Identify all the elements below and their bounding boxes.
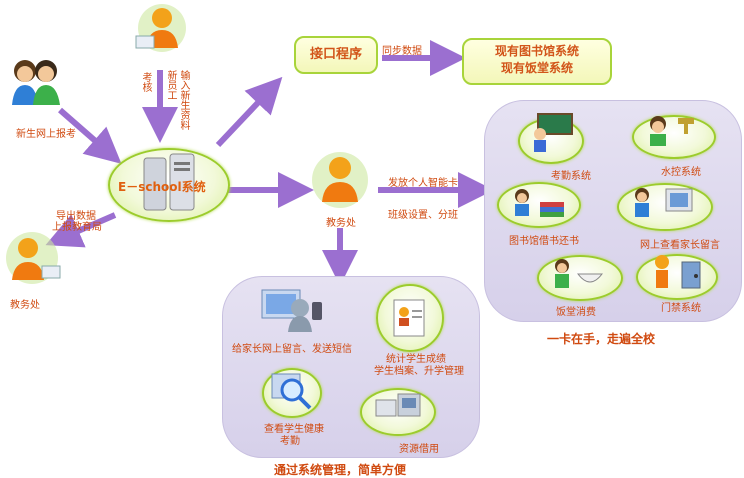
eschool-system-title: E－school系统 bbox=[118, 180, 206, 194]
access-node[interactable] bbox=[636, 254, 718, 300]
label-health-line2: 考勤 bbox=[280, 436, 300, 447]
label-attendance: 考勤系统 bbox=[551, 171, 591, 182]
label-input-staff: 输入新生资料 bbox=[178, 70, 189, 130]
parent-msg-node[interactable] bbox=[617, 183, 713, 231]
student-couple-icon bbox=[8, 55, 64, 109]
resource-devices-icon bbox=[375, 393, 421, 417]
bowl-icon bbox=[555, 259, 604, 288]
water-control-node[interactable] bbox=[632, 115, 716, 159]
academic-office-left-icon bbox=[2, 230, 64, 292]
label-parent-msg-check: 网上查看家长留言 bbox=[640, 240, 720, 251]
label-issue-card: 发放个人智能卡 bbox=[388, 178, 458, 189]
interface-program-label: 接口程序 bbox=[309, 47, 362, 62]
teacher-board-icon bbox=[534, 113, 573, 152]
server-icon bbox=[143, 153, 195, 211]
magnifier-icon bbox=[271, 373, 312, 410]
label-new-student-apply: 新生网上报考 bbox=[16, 129, 76, 140]
arrow-system-to-office-left bbox=[45, 212, 117, 248]
card-panel-caption: 一卡在手，走遍全校 bbox=[547, 332, 656, 346]
student-record-icon bbox=[393, 299, 425, 337]
label-health-line1: 查看学生健康 bbox=[264, 424, 324, 435]
label-input-new: 新员工 bbox=[165, 70, 176, 100]
label-exam: 考核 bbox=[140, 72, 151, 92]
label-academic-office-mid: 教务处 bbox=[326, 218, 356, 229]
label-access: 门禁系统 bbox=[661, 303, 701, 314]
existing-canteen-system: 现有饭堂系统 bbox=[500, 61, 573, 75]
label-report-bureau: 上报教育局 bbox=[52, 222, 102, 233]
eschool-system-node[interactable] bbox=[108, 148, 230, 222]
existing-library-system: 现有图书馆系统 bbox=[494, 44, 579, 58]
canteen-node[interactable] bbox=[537, 255, 623, 301]
computer-parent-icon bbox=[635, 188, 693, 217]
arrow-apply-to-system bbox=[58, 107, 122, 164]
label-resource: 资源借用 bbox=[399, 444, 439, 455]
management-panel-caption: 通过系统管理，简单方便 bbox=[274, 463, 407, 477]
label-library: 图书馆借书还书 bbox=[509, 236, 579, 247]
label-export-data: 导出数据 bbox=[56, 211, 96, 222]
existing-systems-box[interactable]: 现有图书馆系统 现有饭堂系统 bbox=[462, 38, 612, 85]
label-canteen: 饭堂消费 bbox=[556, 307, 596, 318]
label-parent-message: 给家长网上留言、发送短信 bbox=[232, 344, 352, 355]
label-class-setup: 班级设置、分班 bbox=[388, 210, 458, 221]
label-stats-line1: 统计学生成绩 bbox=[386, 354, 446, 365]
library-node[interactable] bbox=[497, 182, 581, 228]
access-control-icon bbox=[655, 255, 701, 289]
staff-orange-person-icon bbox=[132, 2, 190, 58]
label-stats-line2: 学生档案、升学管理 bbox=[374, 366, 464, 377]
water-tap-icon bbox=[650, 116, 694, 146]
parent-message-icon bbox=[261, 289, 322, 332]
label-water: 水控系统 bbox=[661, 167, 701, 178]
academic-office-mid-icon bbox=[310, 150, 370, 216]
books-icon bbox=[515, 189, 564, 217]
interface-program-box[interactable]: 接口程序 bbox=[294, 36, 378, 74]
label-academic-office-left: 教务处 bbox=[10, 300, 40, 311]
arrow-system-to-interface bbox=[215, 76, 283, 148]
label-sync-data: 同步数据 bbox=[382, 46, 422, 57]
